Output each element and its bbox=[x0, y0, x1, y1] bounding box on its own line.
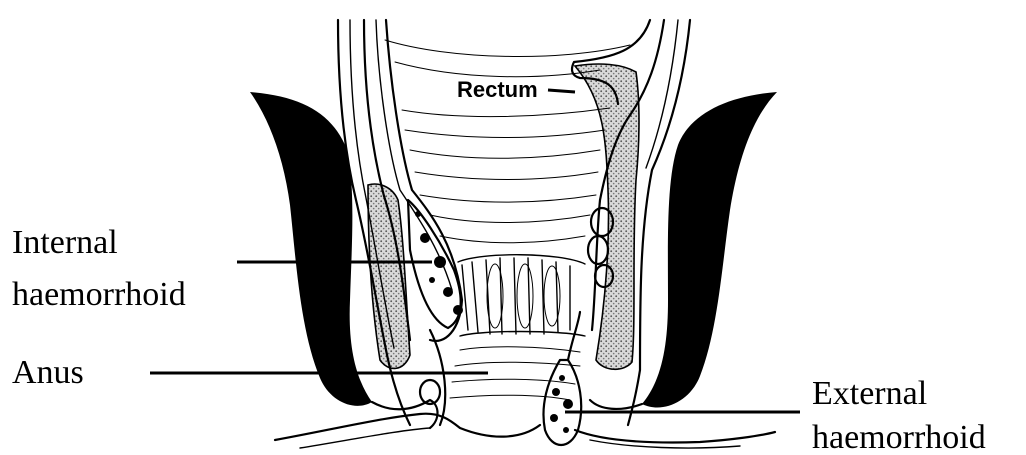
internal-haemorrhoid-label-line2: haemorrhoid bbox=[12, 276, 186, 313]
anal-canal bbox=[430, 330, 580, 425]
left-external-sphincter bbox=[250, 92, 372, 406]
external-haemorrhoid-label-line2: haemorrhoid bbox=[812, 419, 986, 455]
right-internal-sphincter bbox=[575, 64, 639, 369]
external-haemorrhoid-label-line1: External bbox=[812, 375, 927, 412]
internal-haemorrhoid-label-line1: Internal bbox=[12, 224, 118, 261]
rectum-label: Rectum bbox=[457, 77, 538, 102]
anal-columns bbox=[458, 255, 585, 336]
anus-label: Anus bbox=[12, 354, 84, 391]
right-external-sphincter bbox=[642, 92, 777, 408]
rectum-leader bbox=[548, 90, 575, 92]
